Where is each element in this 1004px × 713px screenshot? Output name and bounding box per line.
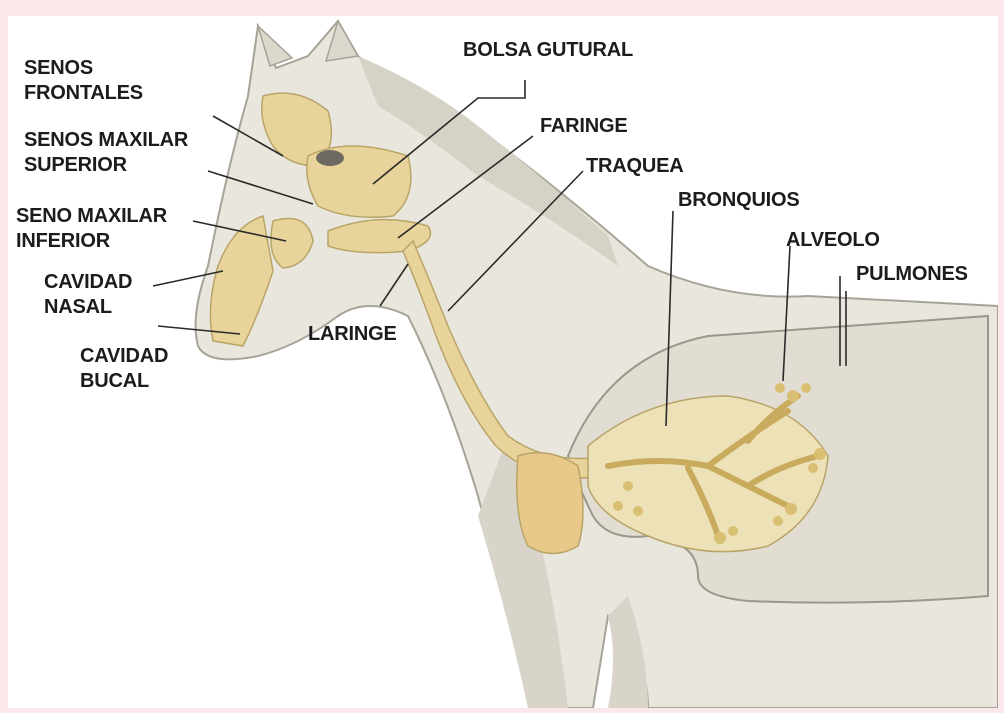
label-laringe: LARINGE <box>308 322 397 347</box>
label-bronquios: BRONQUIOS <box>678 188 800 213</box>
label-alveolo: ALVEOLO <box>786 228 880 253</box>
label-pulmones: PULMONES <box>856 262 968 287</box>
label-seno-maxilar-inferior: SENO MAXILAR INFERIOR <box>16 204 167 254</box>
label-cavidad-nasal: CAVIDAD NASAL <box>44 270 132 320</box>
label-senos-maxilar-superior: SENOS MAXILAR SUPERIOR <box>24 128 188 178</box>
heart-shape <box>517 453 583 554</box>
label-faringe: FARINGE <box>540 114 628 139</box>
horse-eye <box>316 150 344 166</box>
label-senos-frontales: SENOS FRONTALES <box>24 56 143 106</box>
label-bolsa-gutural: BOLSA GUTURAL <box>463 38 633 63</box>
label-traquea: TRAQUEA <box>586 154 684 179</box>
label-cavidad-bucal: CAVIDAD BUCAL <box>80 344 168 394</box>
horse-respiratory-illustration: SENOS FRONTALES SENOS MAXILAR SUPERIOR S… <box>8 16 998 708</box>
